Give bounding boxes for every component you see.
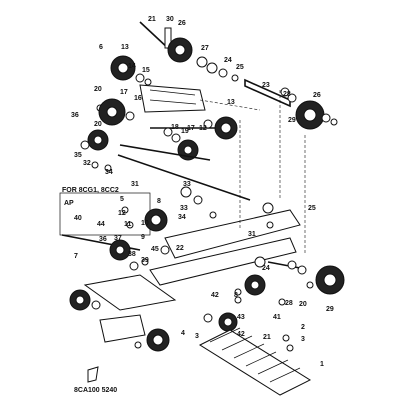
callout-28: 28 <box>283 91 291 98</box>
callout-21: 21 <box>148 16 156 23</box>
ap-label: AP <box>64 200 74 207</box>
callout-2: 2 <box>301 324 305 331</box>
diagram-code: 8CA100 5240 <box>74 387 117 394</box>
callout-42b: 42 <box>237 331 245 338</box>
callout-20: 20 <box>94 86 102 93</box>
callout-11: 11 <box>124 221 132 228</box>
callout-35: 35 <box>74 152 82 159</box>
callout-25b: 25 <box>308 205 316 212</box>
callout-13: 13 <box>121 44 129 51</box>
callout-33b: 33 <box>180 205 188 212</box>
callout-23: 23 <box>262 82 270 89</box>
callout-10: 10 <box>141 220 149 227</box>
callout-16: 16 <box>134 95 142 102</box>
callout-45: 45 <box>151 246 159 253</box>
callout-38: 38 <box>128 251 136 258</box>
callout-43: 43 <box>237 314 245 321</box>
callout-30: 30 <box>166 16 174 23</box>
callout-42: 42 <box>211 292 219 299</box>
callout-39: 39 <box>141 257 149 264</box>
callout-31: 31 <box>131 181 139 188</box>
callout-34: 34 <box>105 169 113 176</box>
callout-22: 22 <box>176 245 184 252</box>
callout-20c: 20 <box>299 301 307 308</box>
callout-8: 8 <box>157 198 161 205</box>
callout-28b: 28 <box>285 300 293 307</box>
callout-6: 6 <box>99 44 103 51</box>
middle-assembly <box>59 90 345 296</box>
callout-12: 12 <box>199 125 207 132</box>
callout-36: 36 <box>71 112 79 119</box>
callout-29: 29 <box>288 117 296 124</box>
callout-37: 37 <box>114 235 122 242</box>
callout-33: 33 <box>183 181 191 188</box>
callout-31b: 31 <box>248 231 256 238</box>
callout-29b: 29 <box>326 306 334 313</box>
bottom-left-assembly <box>69 274 286 383</box>
callout-13b: 13 <box>227 99 235 106</box>
callout-24: 24 <box>224 57 232 64</box>
callout-12b: 12 <box>118 210 126 217</box>
callout-19: 19 <box>181 128 189 135</box>
callout-20b: 20 <box>94 121 102 128</box>
top-shaft-assembly <box>96 21 239 112</box>
callout-9: 9 <box>141 234 145 241</box>
callout-24b: 24 <box>262 265 270 272</box>
callout-5: 5 <box>120 196 124 203</box>
track-belt <box>198 327 312 396</box>
callout-4: 4 <box>181 330 185 337</box>
slide-rail-frame <box>139 78 338 130</box>
callout-14: 14 <box>128 63 136 70</box>
callout-7: 7 <box>74 253 78 260</box>
callout-17: 17 <box>120 89 128 96</box>
callout-labels: 21 30 26 27 24 25 6 13 14 15 23 20 17 16… <box>71 16 334 368</box>
callout-21b: 21 <box>263 334 271 341</box>
callout-15: 15 <box>142 67 150 74</box>
callout-34b: 34 <box>178 214 186 221</box>
callout-26b: 26 <box>313 92 321 99</box>
callout-25: 25 <box>236 64 244 71</box>
callout-41: 41 <box>273 314 281 321</box>
callout-18: 18 <box>171 124 179 131</box>
callout-3b: 3 <box>301 336 305 343</box>
callout-27: 27 <box>201 45 209 52</box>
callout-36b: 36 <box>99 236 107 243</box>
callout-1: 1 <box>320 361 324 368</box>
callout-3: 3 <box>195 333 199 340</box>
callout-26: 26 <box>178 20 186 27</box>
callout-8b: 8 <box>234 292 238 299</box>
callout-32: 32 <box>83 160 91 167</box>
callout-40: 40 <box>74 215 82 222</box>
callout-44: 44 <box>97 221 105 228</box>
left-wheel-stack <box>80 98 251 205</box>
callout-17b: 17 <box>187 125 195 132</box>
model-note: FOR 8CG1, 8CC2 <box>62 187 119 194</box>
